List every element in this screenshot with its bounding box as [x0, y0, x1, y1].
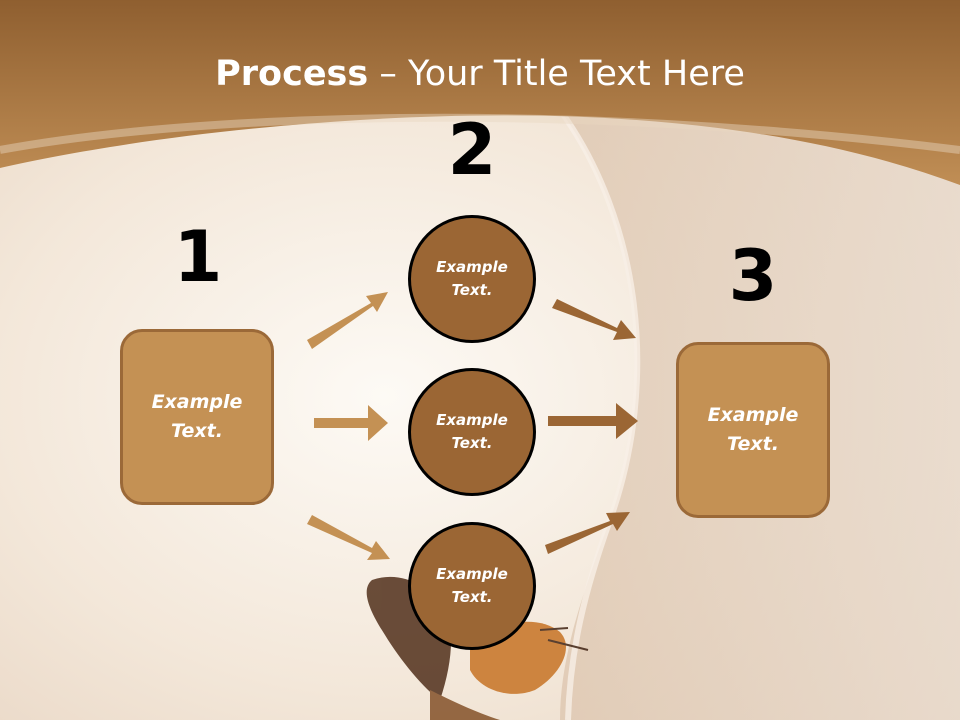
step-number-2: 2	[447, 109, 497, 191]
step-circle-middle-label: Example Text.	[436, 411, 508, 452]
step-circle-bottom: Example Text.	[408, 522, 536, 650]
step-number-1: 1	[173, 216, 223, 298]
step-circle-middle: Example Text.	[408, 368, 536, 496]
title-bold: Process	[215, 54, 369, 94]
title-separator: –	[368, 54, 408, 94]
slide-title: Process – Your Title Text Here	[0, 52, 960, 96]
step-circle-top: Example Text.	[408, 215, 536, 343]
step-box-3-label: Example Text.	[707, 404, 799, 455]
step-box-1-label: Example Text.	[151, 391, 243, 442]
step-box-3: Example Text.	[676, 342, 830, 518]
step-circle-top-label: Example Text.	[436, 258, 508, 299]
title-rest: Your Title Text Here	[407, 54, 745, 94]
step-circle-bottom-label: Example Text.	[436, 565, 508, 606]
step-number-3: 3	[728, 235, 778, 317]
step-box-1: Example Text.	[120, 329, 274, 505]
